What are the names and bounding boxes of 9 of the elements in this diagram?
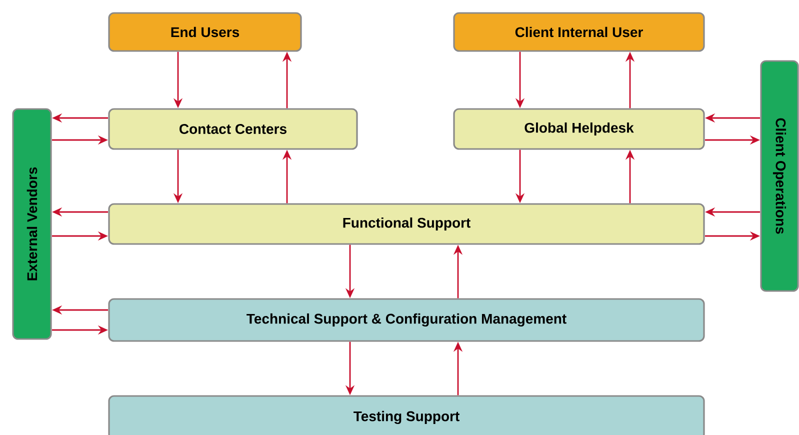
side-bar: External Vendors [12,108,52,340]
side-bar: Client Operations [760,60,799,292]
process-box: Technical Support & Configuration Management [108,298,705,342]
process-box: Contact Centers [108,108,358,150]
user-box: End Users [108,12,302,52]
process-box: Testing Support [108,395,705,435]
process-box: Functional Support [108,203,705,245]
process-box: Global Helpdesk [453,108,705,150]
user-box: Client Internal User [453,12,705,52]
